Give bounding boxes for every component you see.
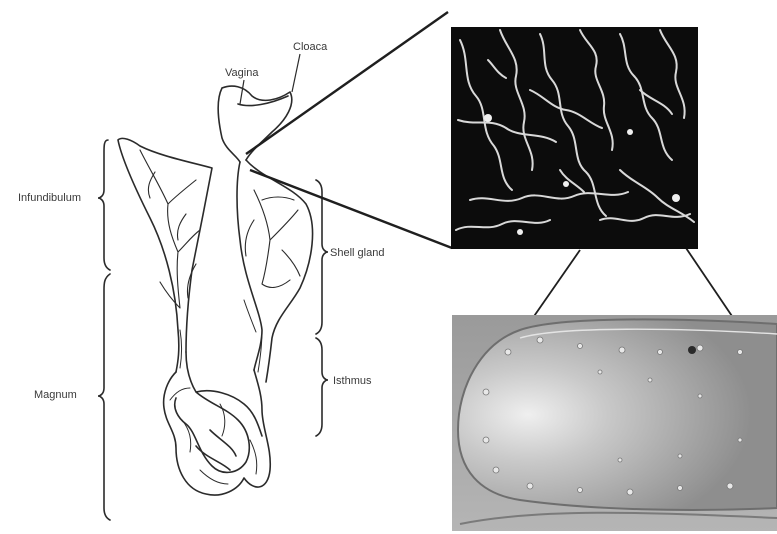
detail-line-left <box>530 250 580 322</box>
zoom-line-top <box>246 12 448 154</box>
cloaca-leader <box>292 54 300 92</box>
vagina-tube <box>218 86 292 162</box>
tube-vessel-lines <box>180 300 262 372</box>
coil-loop-small <box>196 430 236 470</box>
label-shell-gland: Shell gland <box>330 247 384 259</box>
label-cloaca: Cloaca <box>293 41 328 53</box>
label-vagina: Vagina <box>225 67 259 79</box>
label-isthmus: Isthmus <box>333 375 372 387</box>
region-brackets <box>98 140 328 520</box>
shell-gland-outline <box>237 160 313 382</box>
magnum-bracket <box>98 274 110 520</box>
vascular-micrograph <box>451 27 698 249</box>
coiled-tube-outer <box>164 370 271 495</box>
infundibulum-outline <box>118 138 212 372</box>
infundibulum-bracket <box>98 140 110 270</box>
zoom-line-bottom <box>250 170 452 248</box>
label-magnum: Magnum <box>34 389 77 401</box>
detail-line-right <box>686 248 736 322</box>
vagina-leader <box>240 80 244 104</box>
shell-gland-bracket <box>316 180 328 334</box>
shell-gland-vessels <box>245 190 300 287</box>
coiled-tube-inner <box>175 352 262 472</box>
sem-tube-image <box>452 315 777 531</box>
coil-vessels <box>170 388 257 484</box>
isthmus-bracket <box>316 338 328 436</box>
label-infundibulum: Infundibulum <box>18 192 81 204</box>
oviduct-drawing <box>118 86 313 495</box>
